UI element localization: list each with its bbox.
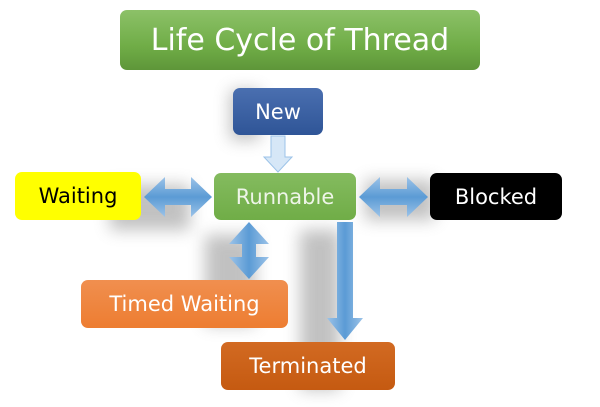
title-banner: Life Cycle of Thread	[120, 10, 480, 70]
arrow-runnable-timed-waiting	[229, 222, 269, 279]
title-text: Life Cycle of Thread	[150, 22, 450, 58]
state-timed-waiting-label: Timed Waiting	[109, 292, 260, 316]
arrow-runnable-blocked	[359, 177, 428, 217]
state-waiting-label: Waiting	[38, 184, 118, 208]
state-terminated: Terminated	[221, 342, 395, 390]
state-terminated-label: Terminated	[249, 354, 367, 378]
state-blocked-label: Blocked	[454, 184, 538, 209]
state-new-label: New	[255, 99, 301, 124]
state-waiting: Waiting	[15, 172, 141, 220]
state-new: New	[233, 88, 323, 135]
state-runnable: Runnable	[214, 173, 356, 220]
arrow-waiting-runnable	[144, 177, 212, 217]
state-timed-waiting: Timed Waiting	[81, 280, 288, 328]
state-blocked: Blocked	[430, 173, 562, 220]
arrow-new-to-runnable	[262, 135, 294, 173]
state-runnable-label: Runnable	[235, 184, 335, 209]
arrow-runnable-to-terminated	[327, 222, 363, 340]
